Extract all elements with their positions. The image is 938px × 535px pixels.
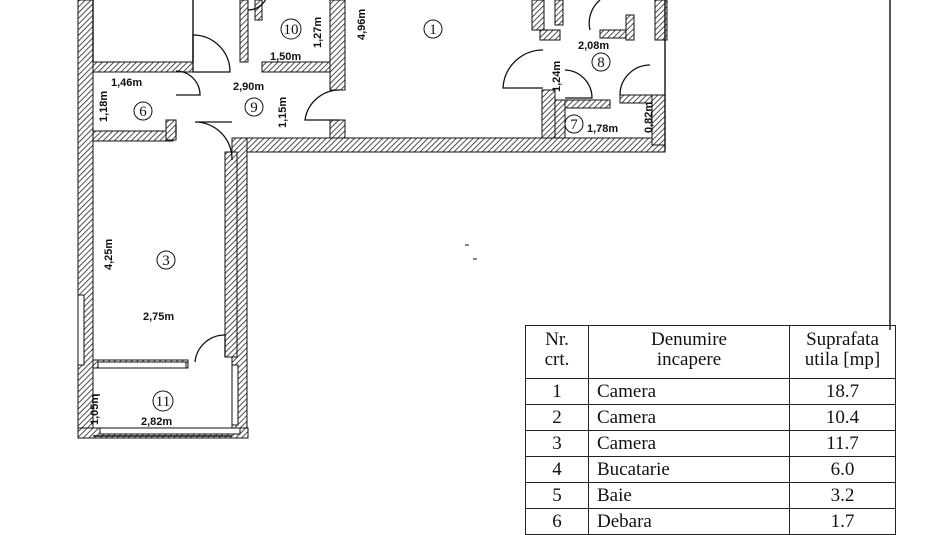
dim-1-78: 1,78m xyxy=(587,123,618,135)
row-nr: 4 xyxy=(525,456,589,483)
room-marker-11: 11 xyxy=(152,390,174,412)
dim-4-96: 4,96m xyxy=(356,9,368,40)
dim-0-82: 0,82m xyxy=(643,102,655,133)
dim-1-05: 1,05m xyxy=(89,394,101,425)
row-name: Debara xyxy=(588,508,790,535)
header-name-line1: Denumire xyxy=(651,329,727,350)
dim-2-75: 2,75m xyxy=(143,311,174,323)
dim-2-82: 2,82m xyxy=(141,416,172,428)
row-area: 1.7 xyxy=(789,508,896,535)
dim-1-15: 1,15m xyxy=(277,97,289,128)
dim-2-90: 2,90m xyxy=(233,81,264,93)
walls xyxy=(77,0,668,439)
header-nr: Nr. crt. xyxy=(525,325,589,379)
svg-text:1: 1 xyxy=(429,22,437,38)
room-marker-7: 7 xyxy=(564,114,584,134)
dim-4-25: 4,25m xyxy=(103,239,115,270)
row-nr: 3 xyxy=(525,430,589,457)
table-row: 2 Camera 10.4 xyxy=(525,404,896,431)
dim-1-18: 1,18m xyxy=(98,91,110,122)
header-area-line2: utila [mp] xyxy=(804,349,881,370)
room-marker-10: 10 xyxy=(280,18,302,40)
row-name: Camera xyxy=(588,378,790,405)
row-name: Camera xyxy=(588,404,790,431)
svg-text:7: 7 xyxy=(570,117,578,133)
row-name: Bucatarie xyxy=(588,456,790,483)
room-marker-9: 9 xyxy=(244,97,264,117)
dim-1-46: 1,46m xyxy=(111,77,142,89)
dimension-labels: 4,96m 1,27m 1,50m 2,90m 1,15m 1,46m 1,18… xyxy=(89,9,655,428)
header-name-line2: incapere xyxy=(656,349,722,370)
room-area-table: Nr. crt. Denumire incapere Suprafata uti… xyxy=(525,325,896,535)
room-markers: 1 3 6 7 8 9 10 11 xyxy=(133,18,611,412)
table-row: 6 Debara 1.7 xyxy=(525,508,896,535)
row-nr: 2 xyxy=(525,404,589,431)
header-nr-line1: Nr. xyxy=(545,329,569,350)
dim-1-24: 1,24m xyxy=(551,61,563,92)
doors xyxy=(175,0,651,363)
row-area: 6.0 xyxy=(789,456,896,483)
row-nr: 1 xyxy=(525,378,589,405)
header-name: Denumire incapere xyxy=(588,325,790,379)
room-marker-3: 3 xyxy=(156,250,176,270)
row-area: 18.7 xyxy=(789,378,896,405)
row-nr: 5 xyxy=(525,482,589,509)
table-row: 5 Baie 3.2 xyxy=(525,482,896,509)
header-area-line1: Suprafata xyxy=(806,329,879,350)
svg-text:9: 9 xyxy=(250,100,258,116)
row-nr: 6 xyxy=(525,508,589,535)
dim-1-27: 1,27m xyxy=(312,17,324,48)
dim-1-50: 1,50m xyxy=(270,51,301,63)
room-marker-1: 1 xyxy=(423,19,443,39)
svg-text:6: 6 xyxy=(139,104,147,120)
room-marker-6: 6 xyxy=(133,101,153,121)
row-area: 10.4 xyxy=(789,404,896,431)
svg-text:8: 8 xyxy=(597,55,605,71)
windows xyxy=(77,294,239,426)
specks xyxy=(465,244,477,260)
table-row: 1 Camera 18.7 xyxy=(525,378,896,405)
row-name: Camera xyxy=(588,430,790,457)
header-nr-line2: crt. xyxy=(544,349,570,370)
room-marker-8: 8 xyxy=(591,52,611,72)
svg-text:11: 11 xyxy=(156,394,170,410)
row-area: 3.2 xyxy=(789,482,896,509)
svg-text:3: 3 xyxy=(162,253,170,269)
table-header-row: Nr. crt. Denumire incapere Suprafata uti… xyxy=(525,325,896,379)
dim-2-08: 2,08m xyxy=(578,40,609,52)
header-area: Suprafata utila [mp] xyxy=(789,325,896,379)
svg-text:10: 10 xyxy=(284,22,299,38)
row-area: 11.7 xyxy=(789,430,896,457)
table-row: 4 Bucatarie 6.0 xyxy=(525,456,896,483)
row-name: Baie xyxy=(588,482,790,509)
table-row: 3 Camera 11.7 xyxy=(525,430,896,457)
